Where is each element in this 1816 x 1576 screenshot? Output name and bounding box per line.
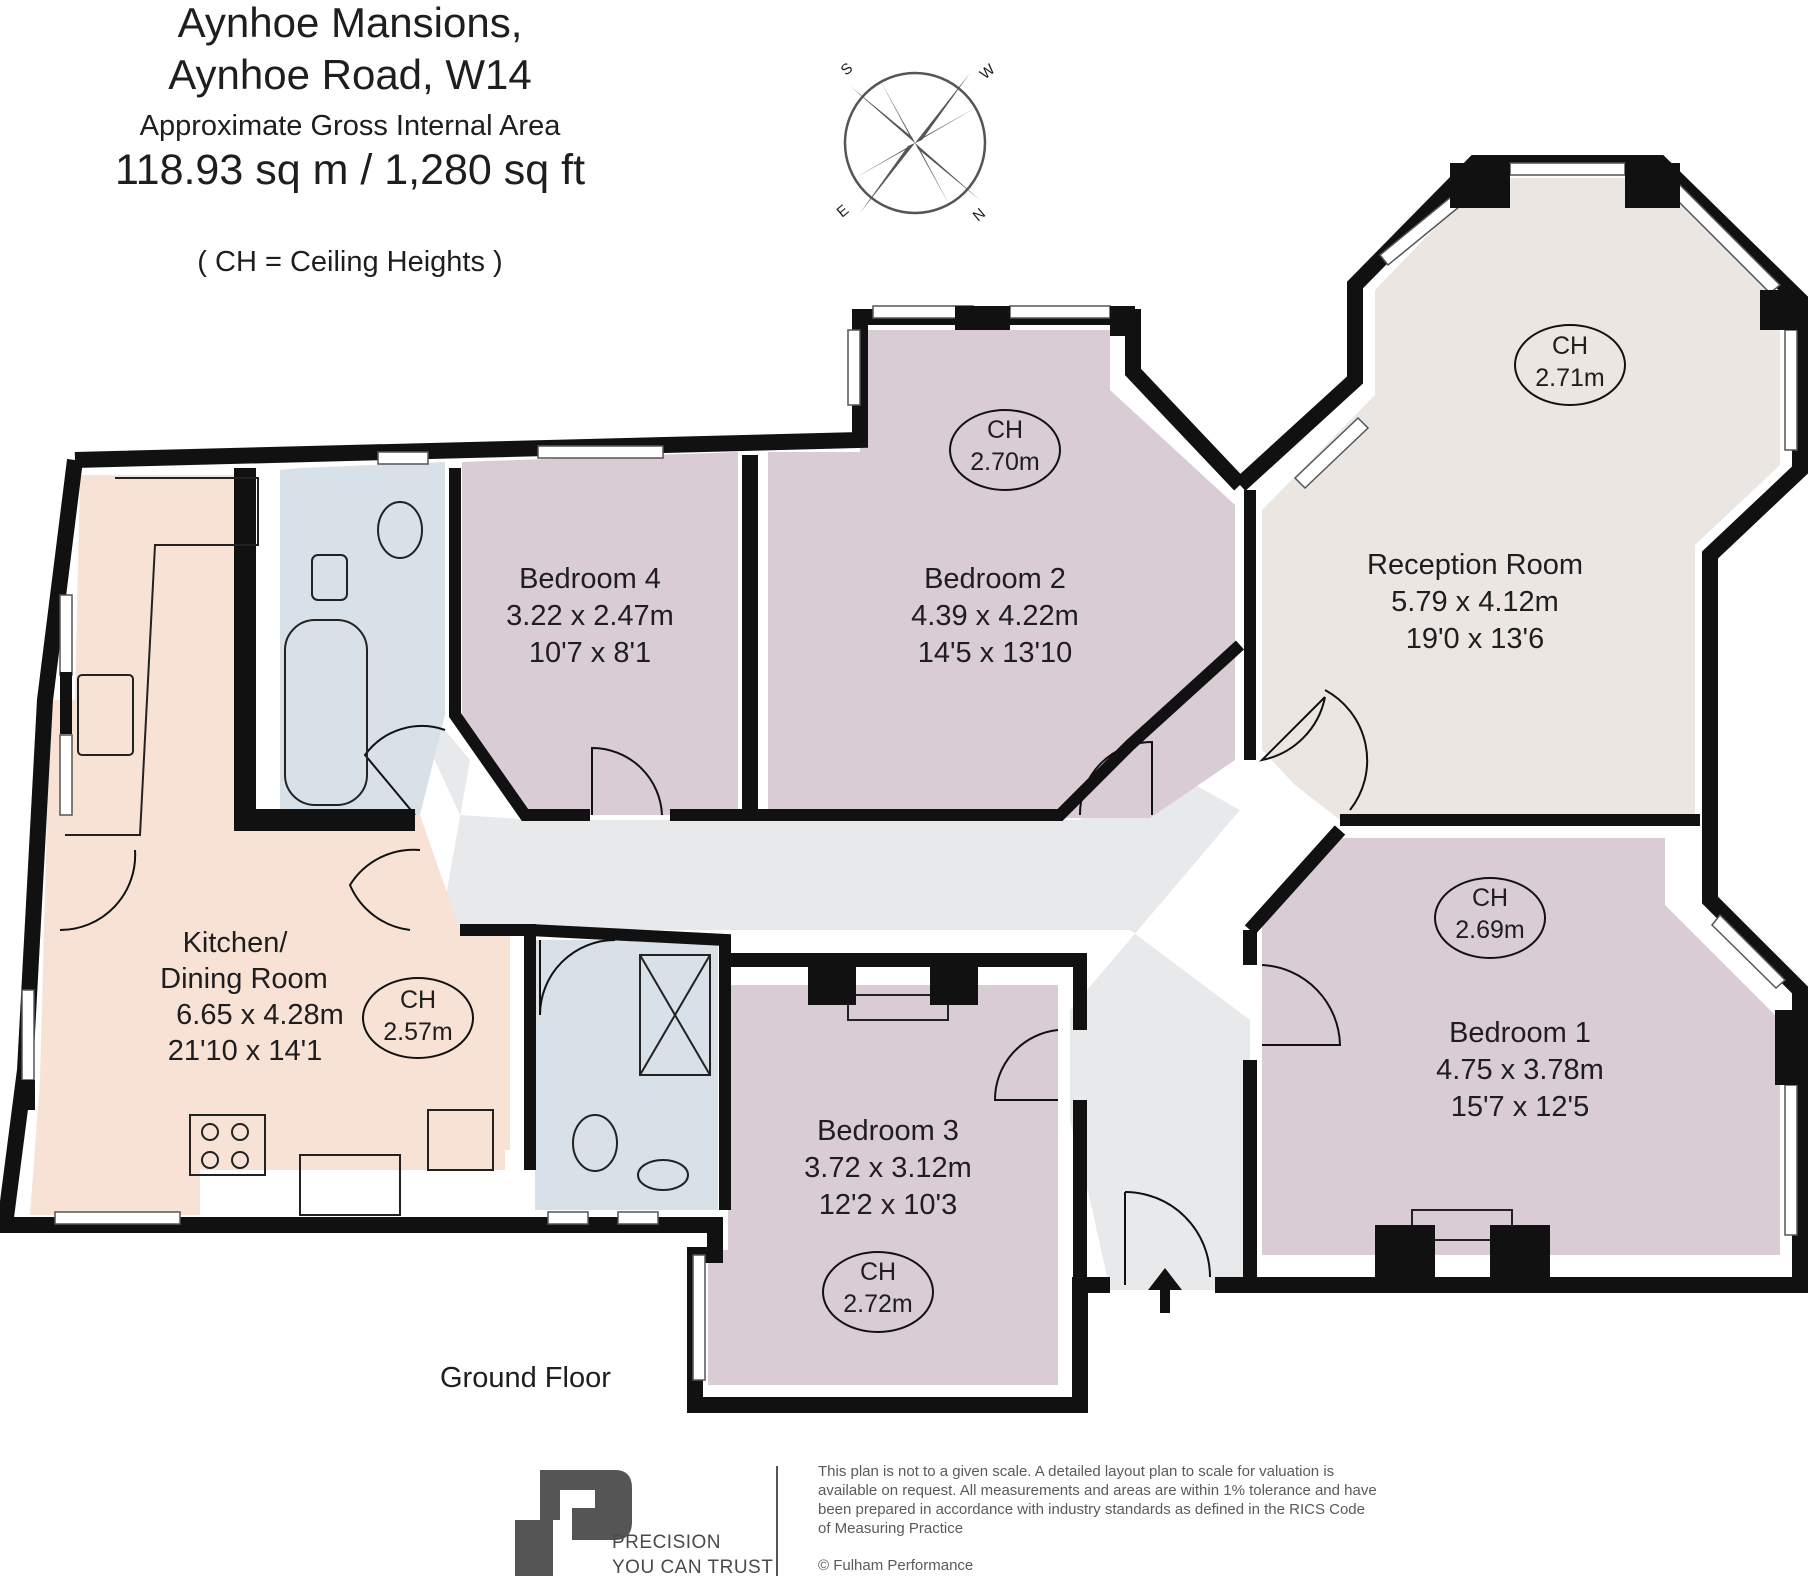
shower-icon xyxy=(639,954,711,1076)
ch-legend: ( CH = Ceiling Heights ) xyxy=(197,246,503,278)
entrance-arrow-icon xyxy=(1148,1268,1182,1313)
bedroom-1-ch-value: 2.69m xyxy=(1455,916,1524,944)
toilet-icon xyxy=(377,501,423,559)
fixtures xyxy=(65,477,1513,1241)
property-address: Aynhoe Road, W14 xyxy=(168,51,532,98)
area-value: 118.93 sq m / 1,280 sq ft xyxy=(114,146,586,194)
bedroom-1-ch-badge xyxy=(1434,877,1546,959)
bedroom-2-label: CH 2.70m Bedroom 2 4.39 x 4.22m 14'5 x 1… xyxy=(911,409,1079,669)
logo-text-line1: PRECISION xyxy=(612,1532,722,1553)
bedroom-4-imperial: 10'7 x 8'1 xyxy=(529,637,651,669)
kitchen-metric: 6.65 x 4.28m xyxy=(176,999,344,1031)
reception-ch-badge xyxy=(1514,324,1626,406)
bedroom-3-name: Bedroom 3 xyxy=(817,1115,959,1147)
footer-divider xyxy=(776,1466,778,1576)
bedroom-1-label: CH 2.69m Bedroom 1 4.75 x 3.78m 15'7 x 1… xyxy=(1434,877,1604,1123)
bedroom-3-ch-value: 2.72m xyxy=(843,1290,912,1318)
basin-icon xyxy=(311,554,348,601)
basin-icon-2 xyxy=(637,1159,689,1191)
bedroom-3-metric: 3.72 x 3.12m xyxy=(804,1152,972,1184)
bedroom-3-room xyxy=(708,985,1058,1385)
bedroom-1-name: Bedroom 1 xyxy=(1449,1017,1591,1049)
bedroom-2-ch-value: 2.70m xyxy=(970,448,1039,476)
chimney-breasts xyxy=(20,163,1800,1285)
floor-label: Ground Floor xyxy=(440,1362,611,1394)
bath-icon xyxy=(284,619,368,806)
reception-metric: 5.79 x 4.12m xyxy=(1391,586,1559,618)
kitchen-name-2: Dining Room xyxy=(160,963,328,995)
bedroom-2-room xyxy=(768,330,1235,818)
kitchen-name-1: Kitchen/ xyxy=(183,927,289,959)
kitchen-ch-badge xyxy=(362,977,474,1059)
bedroom-4-metric: 3.22 x 2.47m xyxy=(506,600,674,632)
bedroom-1-ch-label: CH xyxy=(1472,884,1508,912)
bedroom-1-imperial: 15'7 x 12'5 xyxy=(1451,1091,1589,1123)
bedroom-4-room xyxy=(462,452,738,815)
reception-name: Reception Room xyxy=(1367,549,1583,581)
bedroom-1-room xyxy=(1262,838,1780,1255)
reception-label: CH 2.71m Reception Room 5.79 x 4.12m 19'… xyxy=(1367,324,1626,655)
precision-logo-icon xyxy=(515,1470,632,1576)
bedroom-2-ch-badge xyxy=(949,409,1061,491)
disclaimer-text: This plan is not to a given scale. A det… xyxy=(818,1463,1377,1537)
reception-ch-value: 2.71m xyxy=(1535,364,1604,392)
kitchen-ch-value: 2.57m xyxy=(383,1018,452,1046)
bedroom-1-metric: 4.75 x 3.78m xyxy=(1436,1054,1604,1086)
compass-label-w: W xyxy=(977,60,999,83)
bathroom-bottom xyxy=(535,940,718,1210)
bedroom-2-name: Bedroom 2 xyxy=(924,563,1066,595)
compass-icon: S W E N xyxy=(834,60,999,225)
bedroom-3-label: Bedroom 3 3.72 x 3.12m 12'2 x 10'3 CH 2.… xyxy=(804,1115,972,1333)
bedroom-3-ch-label: CH xyxy=(860,1258,896,1286)
reception-imperial: 19'0 x 13'6 xyxy=(1406,623,1544,655)
bedroom-2-metric: 4.39 x 4.22m xyxy=(911,600,1079,632)
bedroom-4-label: Bedroom 4 3.22 x 2.47m 10'7 x 8'1 xyxy=(506,563,674,669)
compass-label-e: E xyxy=(834,202,853,221)
copyright-text: © Fulham Performance xyxy=(818,1557,974,1574)
fireplace-bedroom-3 xyxy=(847,994,949,1021)
logo-text-line2: YOU CAN TRUST xyxy=(612,1557,774,1576)
bedroom-3-ch-badge xyxy=(822,1251,934,1333)
doors xyxy=(59,689,1369,1285)
hallway xyxy=(420,700,1250,1290)
property-name: Aynhoe Mansions, xyxy=(177,0,523,46)
bedroom-2-ch-label: CH xyxy=(987,416,1023,444)
bedroom-2-imperial: 14'5 x 13'10 xyxy=(918,637,1073,669)
kitchen-ch-label: CH xyxy=(400,986,436,1014)
reception-ch-label: CH xyxy=(1552,332,1588,360)
reception-room xyxy=(1262,178,1780,820)
bathroom-top xyxy=(280,462,445,815)
area-label: Approximate Gross Internal Area xyxy=(139,110,561,142)
hob-icon xyxy=(189,1114,266,1176)
toilet-icon-2 xyxy=(572,1114,618,1172)
kitchen-label: Kitchen/ Dining Room 6.65 x 4.28m 21'10 … xyxy=(160,927,474,1067)
compass-label-n: N xyxy=(970,205,989,225)
kitchen-imperial: 21'10 x 14'1 xyxy=(168,1035,323,1067)
sink-icon xyxy=(77,674,134,756)
bedroom-3-imperial: 12'2 x 10'3 xyxy=(819,1189,957,1221)
bedroom-4-name: Bedroom 4 xyxy=(519,563,661,595)
compass-label-s: S xyxy=(838,60,857,79)
